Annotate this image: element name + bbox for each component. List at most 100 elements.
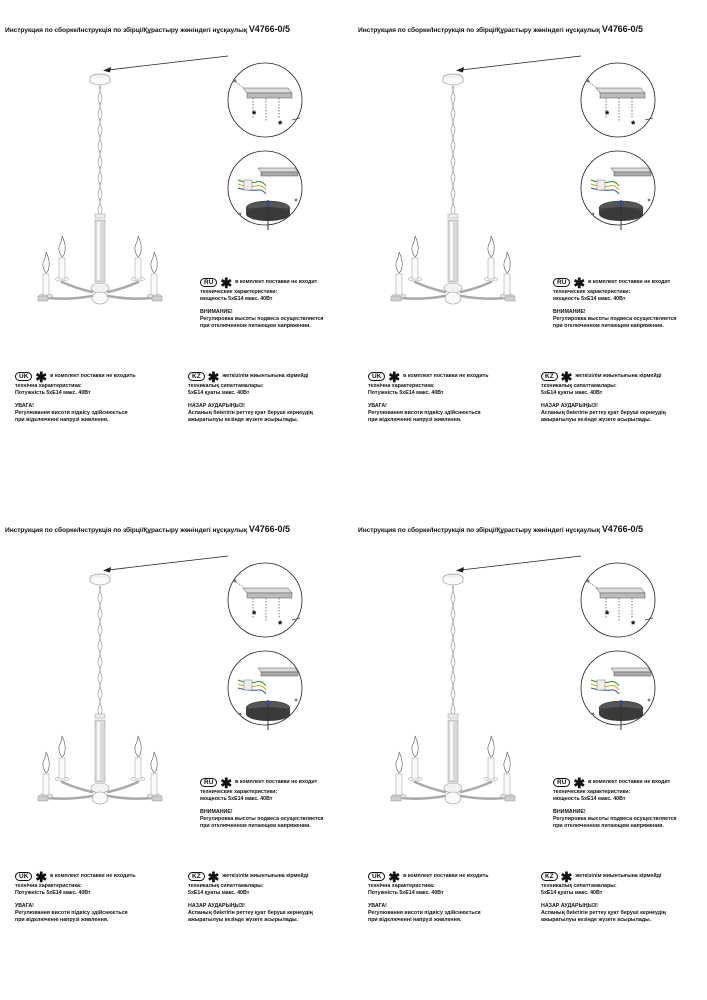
arrow-head-icon bbox=[456, 567, 464, 573]
kz-info-block: KZ ✱ жеткізілім жиынтығына кірмейді техн… bbox=[188, 868, 313, 924]
spec-heading: технічна характеристика: bbox=[368, 883, 435, 889]
spec-value: 5xE14 қуаты макс. 40Вт bbox=[188, 390, 250, 396]
model-number: V4766-0/5 bbox=[601, 24, 643, 34]
chandelier-arms bbox=[399, 280, 507, 300]
warning-text-line-2: при відключенні напрузі живлення. bbox=[15, 417, 109, 423]
warning-heading: ВНИМАНИЕ! bbox=[200, 309, 233, 315]
not-included-note: жеткізілім жиынтығына кірмейді bbox=[222, 373, 309, 379]
spec-value: Потужність 5xE14 макс. 40Вт bbox=[368, 890, 444, 896]
candle-sockets bbox=[391, 257, 515, 299]
page-title: Инструкция по сборке/Інструкція по збірц… bbox=[358, 524, 643, 534]
warning-text-line-2: ажыратылуы кезінде жүзеге асырылады. bbox=[541, 417, 652, 423]
kz-info-block: KZ ✱ жеткізілім жиынтығына кірмейді техн… bbox=[188, 370, 313, 424]
ru-info-block: RU ✱ в комплект поставки не входит техни… bbox=[200, 774, 324, 830]
spec-value: Потужність 5xE14 макс. 40Вт bbox=[15, 890, 91, 896]
pointer-arrow bbox=[107, 555, 229, 571]
bracket-detail-circle: * * bbox=[580, 562, 656, 638]
star-icon: * bbox=[605, 109, 610, 121]
not-included-note: в комплект поставки не входит bbox=[588, 779, 671, 785]
warning-heading: НАЗАР АУДАРЫҢЫЗ! bbox=[188, 403, 245, 409]
star-icon: * bbox=[278, 619, 283, 631]
warning-text-line-1: Регулювання висоти підвісу здійснюється bbox=[15, 410, 128, 416]
warning-text-line-1: Регулювання висоти підвісу здійснюється bbox=[368, 910, 481, 916]
not-included-note: жеткізілім жиынтығына кірмейді bbox=[222, 873, 309, 879]
spec-value: 5xE14 қуаты макс. 40Вт bbox=[541, 890, 603, 896]
wiring-detail-circle bbox=[580, 150, 656, 230]
warning-text-line-2: ажыратылуы кезінде жүзеге асырылады. bbox=[188, 917, 299, 923]
warning-heading: НАЗАР АУДАРЫҢЫЗ! bbox=[541, 903, 598, 909]
warning-text-line-1: Регулювання висоти підвісу здійснюється bbox=[15, 910, 128, 916]
warning-text-line-1: Аспаның биіктігін реттеу қуат беруші кер… bbox=[541, 910, 666, 916]
language-badge-kz: KZ bbox=[188, 872, 205, 881]
model-number: V4766-0/5 bbox=[248, 24, 290, 34]
arrow-head-icon bbox=[103, 567, 111, 573]
ru-info-block: RU ✱ в комплект поставки не входит техни… bbox=[200, 274, 324, 330]
star-icon: ✱ bbox=[207, 868, 220, 885]
language-badge-kz: KZ bbox=[541, 872, 558, 881]
bracket-detail-circle: * * bbox=[227, 62, 303, 138]
title-text: Инструкция по сборке/Інструкція по збірц… bbox=[358, 527, 601, 534]
wiring-detail-circle bbox=[227, 650, 303, 730]
chandelier-illustration: * * bbox=[390, 555, 656, 805]
ru-info-block: RU ✱ в комплект поставки не входит техни… bbox=[553, 774, 677, 830]
spec-heading: технические характеристики: bbox=[553, 789, 631, 795]
warning-heading: ВНИМАНИЕ! bbox=[200, 809, 233, 815]
star-icon: ✱ bbox=[573, 774, 586, 791]
warning-text-line-2: при отключенном питающем напряжении. bbox=[200, 323, 311, 329]
page-title: Инструкция по сборке/Інструкція по збірц… bbox=[358, 24, 643, 34]
instruction-panel-1: Инструкция по сборке/Інструкція по збірц… bbox=[0, 0, 345, 490]
pointer-arrow bbox=[460, 555, 582, 571]
warning-text-line-1: Регулировка высоты подвеса осуществляетс… bbox=[200, 816, 324, 822]
chandelier-arms bbox=[46, 280, 154, 300]
flame-bulbs bbox=[42, 735, 158, 774]
spec-heading: технічна характеристика: bbox=[15, 883, 82, 889]
arrow-head-icon bbox=[456, 67, 464, 73]
spec-heading: технические характеристики: bbox=[200, 289, 278, 295]
model-number: V4766-0/5 bbox=[601, 524, 643, 534]
warning-text-line-1: Регулировка высоты подвеса осуществляетс… bbox=[200, 316, 324, 322]
star-icon: ✱ bbox=[560, 868, 573, 885]
warning-heading: УВАГА! bbox=[15, 903, 34, 909]
language-badge-uk: UK bbox=[15, 372, 33, 381]
star-icon: * bbox=[605, 609, 610, 621]
uk-info-block: UK ✱ в комплект поставки не входить техн… bbox=[15, 370, 136, 424]
language-badge-ru: RU bbox=[553, 778, 571, 787]
chandelier-illustration: * * bbox=[37, 55, 303, 305]
not-included-note: в комплект поставки не входить bbox=[50, 373, 136, 379]
warning-text-line-1: Регулировка высоты подвеса осуществляетс… bbox=[553, 316, 677, 322]
spec-heading: техникалық сипаттамалары: bbox=[188, 383, 264, 389]
kz-info-block: KZ ✱ жеткізілім жиынтығына кірмейді техн… bbox=[541, 868, 666, 924]
model-number: V4766-0/5 bbox=[248, 524, 290, 534]
warning-text-line-2: при відключенні напрузі живлення. bbox=[15, 917, 109, 923]
language-badge-uk: UK bbox=[368, 872, 386, 881]
star-icon: ✱ bbox=[388, 368, 401, 385]
warning-heading: ВНИМАНИЕ! bbox=[553, 309, 586, 315]
pointer-arrow bbox=[107, 55, 229, 71]
spec-value: мощность 5xE14 макс. 40Вт bbox=[200, 796, 273, 802]
star-icon: ✱ bbox=[220, 274, 233, 291]
star-icon: * bbox=[631, 119, 636, 131]
chandelier-illustration: * * bbox=[390, 55, 656, 305]
ru-info-block: RU ✱ в комплект поставки не входит техни… bbox=[553, 276, 677, 330]
spec-value: Потужність 5xE14 макс. 40Вт bbox=[15, 390, 91, 396]
page-title: Инструкция по сборке/Інструкція по збірц… bbox=[5, 524, 290, 534]
warning-text-line-1: Аспаның биіктігін реттеу қуат беруші кер… bbox=[541, 410, 666, 416]
warning-text-line-2: при відключенні напрузі живлення. bbox=[368, 917, 462, 923]
title-text: Инструкция по сборке/Інструкція по збірц… bbox=[358, 27, 601, 34]
page-title: Инструкция по сборке/Інструкція по збірц… bbox=[5, 24, 290, 34]
spec-heading: технические характеристики: bbox=[200, 789, 278, 795]
not-included-note: в комплект поставки не входит bbox=[588, 279, 671, 285]
warning-heading: ВНИМАНИЕ! bbox=[553, 809, 586, 815]
star-icon: ✱ bbox=[220, 774, 233, 791]
language-badge-kz: KZ bbox=[541, 372, 558, 381]
language-badge-kz: KZ bbox=[188, 372, 205, 381]
title-text: Инструкция по сборке/Інструкція по збірц… bbox=[5, 27, 248, 34]
not-included-note: в комплект поставки не входить bbox=[403, 873, 489, 879]
chandelier-illustration: * * bbox=[37, 555, 303, 805]
star-icon: * bbox=[252, 609, 257, 621]
language-badge-ru: RU bbox=[200, 278, 218, 287]
warning-text-line-2: при отключенном питающем напряжении. bbox=[200, 823, 311, 829]
chandelier-arms bbox=[399, 780, 507, 800]
warning-text-line-2: при відключенні напрузі живлення. bbox=[368, 417, 462, 423]
spec-value: мощность 5xE14 макс. 40Вт bbox=[553, 296, 626, 302]
